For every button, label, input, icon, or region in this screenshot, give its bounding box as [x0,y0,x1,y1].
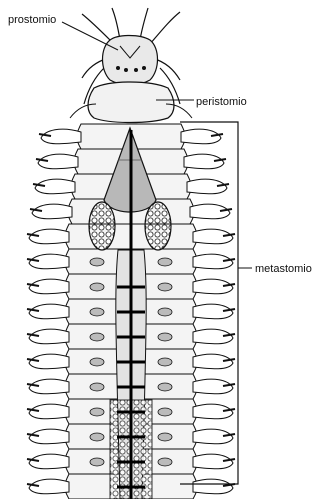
nephridium [90,408,104,416]
label-prostomio: prostomio [8,14,56,26]
nephridium [158,433,172,441]
parapodium-right [190,204,230,219]
parapodium-right [193,454,233,469]
parapodium-left [29,379,69,394]
parapodium-right [187,179,227,194]
parapodium-right [193,404,233,419]
parapodium-left [29,454,69,469]
nephridium [158,458,172,466]
parapodium-right [193,354,233,369]
parapodium-right [193,229,233,244]
nephridium [90,433,104,441]
parapodium-left [29,304,69,319]
parapodium-right [181,129,221,144]
nephridium [90,308,104,316]
nephridium [158,283,172,291]
nephridium [158,408,172,416]
parapodium-right [193,479,233,494]
parapodium-left [29,429,69,444]
nephridium [158,333,172,341]
prostomium-shape [103,36,158,85]
parapodium-left [32,204,72,219]
nephridium [90,283,104,291]
nephridium [158,258,172,266]
nephridium [158,358,172,366]
parapodium-left [29,404,69,419]
parapodium-right [193,379,233,394]
parapodium-right [193,279,233,294]
nephridium [90,358,104,366]
nephridium [158,383,172,391]
parapodium-right [193,429,233,444]
label-peristomio: peristomio [196,96,247,108]
nephridium [158,308,172,316]
parapodium-left [38,154,78,169]
parapodium-right [193,304,233,319]
parapodium-left [35,179,75,194]
parapodium-right [193,329,233,344]
nephridium [90,258,104,266]
parapodium-left [29,229,69,244]
parapodium-right [193,254,233,269]
parapodium-left [29,329,69,344]
nephridium [90,383,104,391]
parapodium-left [29,354,69,369]
nephridium [90,333,104,341]
parapodium-left [29,279,69,294]
parapodium-right [184,154,224,169]
label-metastomio: metastomio [255,263,312,275]
parapodium-left [29,479,69,494]
parapodium-left [29,254,69,269]
parapodium-left [41,129,81,144]
nephridium [90,458,104,466]
